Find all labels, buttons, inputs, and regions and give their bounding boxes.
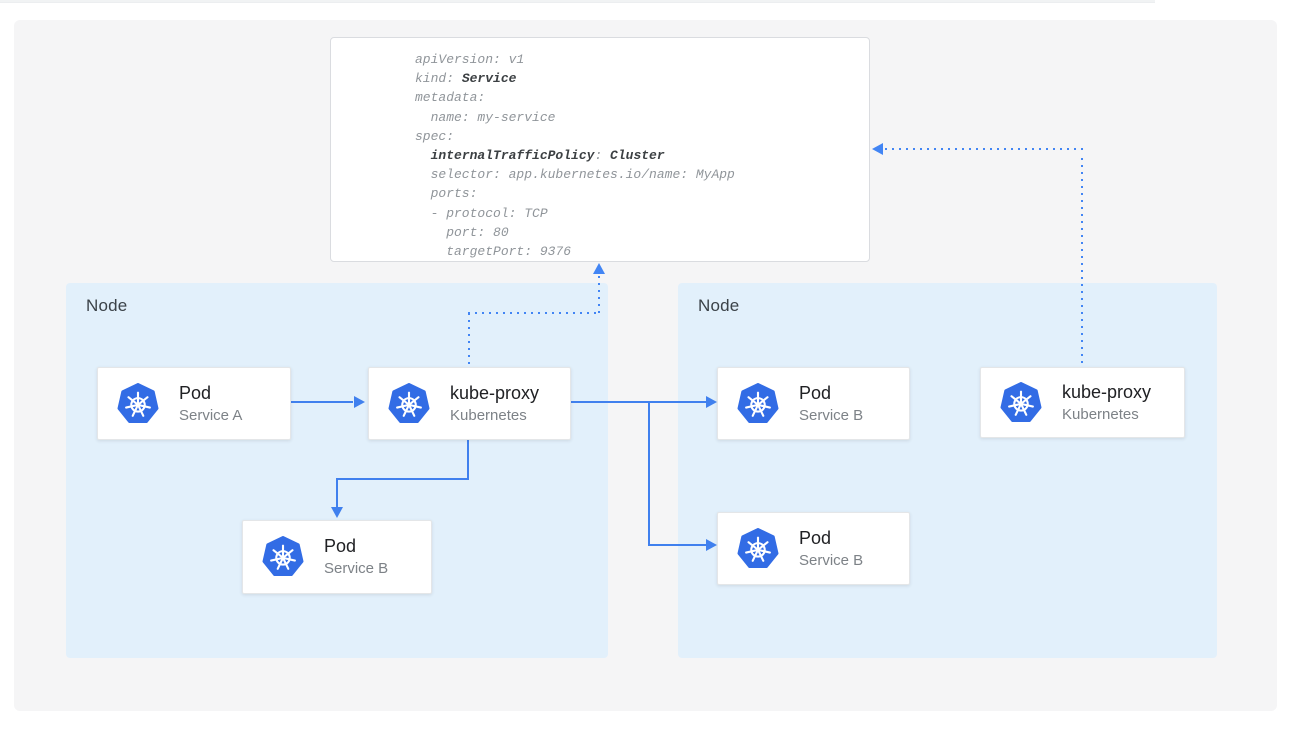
arrow-podA-to-kubeproxy-head [354,396,365,408]
page-top-divider [0,0,1155,3]
arrow-branch-vertical [648,401,650,546]
arrow-to-podB1-line [336,478,338,509]
node-box-left: Node [66,283,608,658]
card-pod-service-a: Pod Service A [97,367,291,440]
card-title: Pod [799,382,832,403]
kubernetes-icon [262,536,304,578]
dotted-left-to-yaml [598,276,600,313]
card-title: kube-proxy [1062,381,1152,402]
card-subtitle: Service A [179,406,243,424]
kubernetes-icon [117,382,159,425]
yaml-line: apiVersion: v1 [415,52,525,67]
dotted-right-kubeproxy-up [1081,158,1083,367]
arrow-kubeproxy-to-podB2-line [571,401,707,403]
yaml-line: metadata: [415,90,486,106]
kubernetes-icon [1000,381,1042,424]
card-title: kube-proxy [450,382,540,403]
card-kube-proxy-left: kube-proxy Kubernetes [368,367,571,440]
card-title: Pod [324,536,357,556]
yaml-line: spec: [415,128,455,144]
node-box-right: Node [678,283,1217,658]
kubernetes-icon [737,382,779,425]
card-subtitle: Kubernetes [1062,405,1139,423]
card-title: Pod [179,382,212,403]
yaml-line: name: my-service [415,109,556,125]
arrow-podA-to-kubeproxy-line [291,401,353,403]
dotted-left-kubeproxy-up [468,313,470,367]
yaml-line: selector: app.kubernetes.io/name: MyApp [415,167,735,183]
card-pod-service-b-top-right: Pod Service B [717,367,910,440]
card-subtitle: Kubernetes [450,406,527,424]
yaml-line: targetPort: 9376 [415,244,572,260]
card-title: Pod [799,527,832,548]
card-subtitle: Service B [799,551,864,569]
yaml-line: internalTrafficPolicy: Cluster [430,148,665,164]
card-kube-proxy-right: kube-proxy Kubernetes [980,367,1185,438]
yaml-manifest-box: apiVersion: v1 kind: Service metadata: nam… [330,37,870,262]
card-subtitle: Service B [324,560,389,577]
arrow-kubeproxy-left-line [336,478,469,480]
yaml-line: port: 80 [415,224,509,240]
card-pod-service-b-left: Pod Service B [242,520,432,594]
node-label: Node [698,296,740,315]
dotted-right-horizontal [885,148,1083,150]
card-subtitle: Service B [799,406,864,424]
yaml-line: kind: Service [415,71,517,87]
arrow-to-podB1-head [331,507,343,518]
dotted-left-horizontal [468,312,600,314]
arrow-kubeproxy-to-podB3-line [648,544,706,546]
dotted-left-arrowhead [593,263,605,274]
arrow-kubeproxy-to-podB3-head [706,539,717,551]
arrow-kubeproxy-down-line [467,440,469,480]
arrow-kubeproxy-to-podB2-head [706,396,717,408]
kubernetes-icon [737,527,779,570]
yaml-line: - protocol: TCP [415,205,548,221]
yaml-code: apiVersion: v1 kind: Service metadata: nam… [415,50,869,261]
yaml-line: ports: [415,186,478,202]
dotted-right-arrowhead [872,143,883,155]
node-label: Node [86,296,128,315]
card-pod-service-b-bottom-right: Pod Service B [717,512,910,585]
kubernetes-icon [388,382,430,425]
